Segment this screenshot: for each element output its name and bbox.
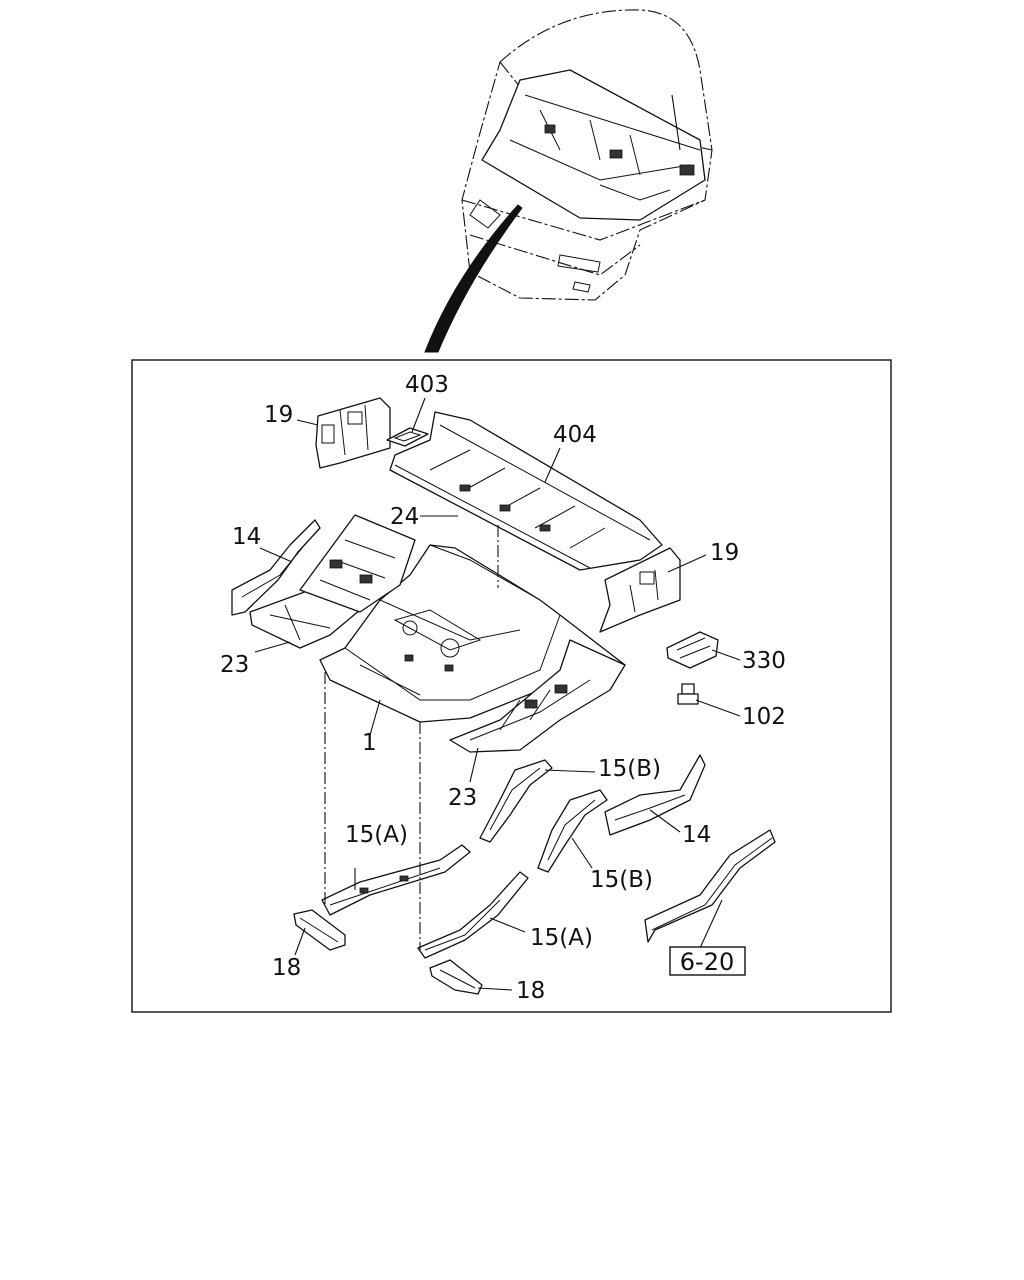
callout-15a-left: 15(A) [345,822,408,848]
part-102-bolt [677,683,699,705]
part-1-main-floor [319,544,626,723]
callout-330: 330 [742,648,786,674]
part-403 [386,427,429,447]
callout-23-right: 23 [448,785,477,811]
part-330 [666,631,719,669]
callout-24: 24 [390,504,419,530]
callout-23-left: 23 [220,652,249,678]
reference-box-label: 6-20 [680,948,734,976]
part-15a-right [417,871,529,959]
callout-14-left: 14 [232,524,261,550]
part-15a-left [321,844,471,916]
part-23-right [449,639,626,753]
callout-403: 403 [405,372,449,398]
part-404-rear-floor [389,411,663,571]
callout-18-right: 18 [516,978,545,1004]
callout-15b-top: 15(B) [598,756,661,782]
detail-frame [131,359,892,1013]
callout-15b-mid: 15(B) [590,867,653,893]
part-19-right [599,547,681,633]
zoom-pointer [424,204,523,353]
part-19-left [315,397,391,469]
callout-14-right: 14 [682,822,711,848]
callout-19-right: 19 [710,540,739,566]
part-18-right [429,959,483,995]
callout-18-left: 18 [272,955,301,981]
part-14-right [604,754,706,836]
reference-rail [644,829,776,943]
callout-102: 102 [742,704,786,730]
part-18-left [293,909,346,951]
floor-left-section [299,514,416,613]
part-14-left [231,519,321,616]
callout-1: 1 [362,730,377,756]
part-15b-top [479,759,553,843]
callout-404: 404 [553,422,597,448]
reference-box[interactable]: 6-20 [669,946,746,976]
cab-overview [461,9,713,301]
part-15b-mid [537,789,608,873]
callout-19-left: 19 [264,402,293,428]
callout-15a-right: 15(A) [530,925,593,951]
